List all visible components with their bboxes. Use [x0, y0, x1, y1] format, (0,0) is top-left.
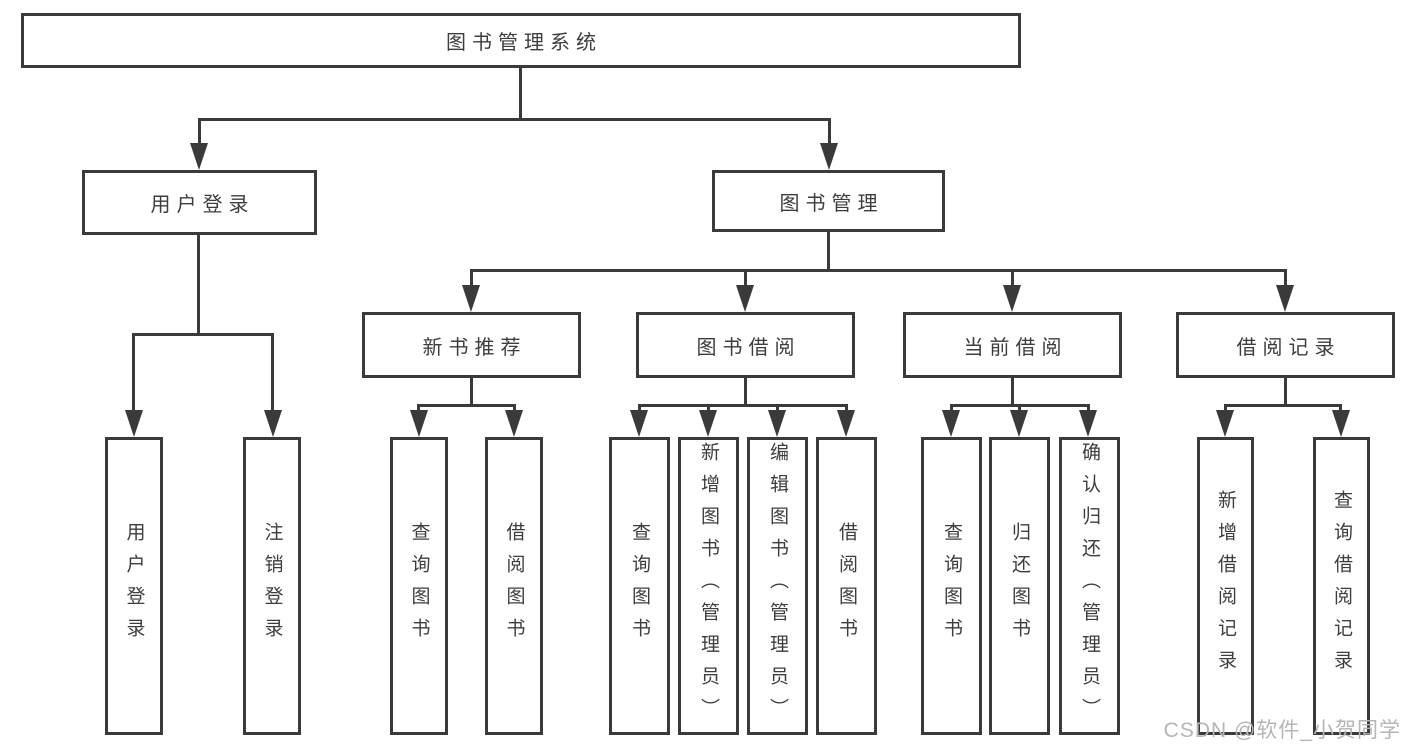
connector-line	[132, 333, 274, 336]
arrow-down-icon	[837, 410, 855, 437]
arrow-down-icon	[410, 410, 428, 437]
connector-line	[638, 404, 641, 414]
arrow-down-icon	[699, 410, 717, 437]
connector-line	[1284, 378, 1287, 406]
leaf-label: 用户登录	[123, 522, 145, 650]
node-user-login: 用户登录	[82, 170, 317, 235]
leaf-label: 新增图书（管理员）	[698, 442, 719, 730]
connector-line	[827, 232, 830, 272]
connector-line	[707, 404, 710, 414]
connector-line	[1339, 404, 1342, 414]
connector-line	[132, 333, 135, 411]
leaf-label: 借阅图书	[836, 522, 857, 650]
connector-line	[776, 404, 779, 414]
connector-line	[198, 118, 201, 145]
connector-line	[470, 378, 473, 406]
leaf-label: 编辑图书（管理员）	[767, 442, 788, 730]
connector-line	[950, 404, 953, 414]
leaf-label: 查询图书	[408, 522, 430, 650]
leaf-recommend-borrow-books: 借阅图书	[485, 437, 543, 735]
arrow-down-icon	[462, 285, 480, 312]
connector-line	[1284, 269, 1287, 287]
connector-line	[744, 378, 747, 406]
leaf-label: 查询图书	[629, 522, 650, 650]
connector-line	[744, 269, 747, 287]
leaf-label: 新增借阅记录	[1215, 490, 1236, 682]
arrow-down-icon	[768, 410, 786, 437]
node-current-borrow: 当前借阅	[903, 312, 1122, 378]
arrow-down-icon	[942, 410, 960, 437]
leaf-borrow-edit-book-admin: 编辑图书（管理员）	[747, 437, 808, 735]
connector-line	[638, 404, 848, 407]
arrow-down-icon	[505, 410, 523, 437]
connector-line	[470, 269, 1287, 272]
arrow-down-icon	[1276, 285, 1294, 312]
leaf-label: 查询借阅记录	[1331, 490, 1352, 682]
node-book-management: 图书管理	[712, 170, 945, 232]
leaf-records-query-record: 查询借阅记录	[1313, 437, 1370, 735]
leaf-current-query-books: 查询图书	[921, 437, 982, 735]
arrow-down-icon	[630, 410, 648, 437]
arrow-down-icon	[1010, 410, 1028, 437]
node-book-borrow: 图书借阅	[636, 312, 855, 378]
connector-line	[1018, 404, 1021, 414]
connector-line	[417, 404, 516, 407]
connector-line	[470, 269, 473, 287]
node-root: 图书管理系统	[21, 13, 1021, 68]
arrow-down-icon	[264, 410, 282, 437]
connector-line	[513, 404, 516, 414]
arrow-down-icon	[125, 410, 143, 437]
connector-line	[1224, 404, 1342, 407]
arrow-down-icon	[190, 143, 208, 170]
arrow-down-icon	[1332, 410, 1350, 437]
connector-line	[1224, 404, 1227, 414]
connector-line	[417, 404, 420, 414]
connector-line	[1011, 269, 1014, 287]
leaf-recommend-query-books: 查询图书	[390, 437, 448, 735]
arrow-down-icon	[736, 285, 754, 312]
leaf-current-confirm-return-admin: 确认归还（管理员）	[1059, 437, 1120, 735]
arrow-down-icon	[1079, 410, 1097, 437]
leaf-borrow-borrow-books: 借阅图书	[816, 437, 877, 735]
leaf-label: 归还图书	[1009, 522, 1030, 650]
connector-line	[828, 118, 831, 145]
leaf-logout: 注销登录	[243, 437, 301, 735]
connector-line	[845, 404, 848, 414]
connector-line	[519, 68, 522, 121]
leaf-borrow-query-books: 查询图书	[609, 437, 670, 735]
leaf-label: 注销登录	[261, 522, 283, 650]
node-new-book-recommend: 新书推荐	[362, 312, 581, 378]
leaf-records-add-record: 新增借阅记录	[1197, 437, 1254, 735]
leaf-label: 借阅图书	[503, 522, 525, 650]
leaf-current-return-books: 归还图书	[989, 437, 1050, 735]
connector-line	[198, 118, 831, 121]
leaf-borrow-add-book-admin: 新增图书（管理员）	[678, 437, 739, 735]
connector-line	[271, 333, 274, 411]
leaf-label: 查询图书	[941, 522, 962, 650]
arrow-down-icon	[1003, 285, 1021, 312]
leaf-user-login: 用户登录	[105, 437, 163, 735]
node-borrow-records: 借阅记录	[1176, 312, 1395, 378]
watermark: CSDN @软件_小贺同学	[1163, 719, 1401, 742]
arrow-down-icon	[1216, 410, 1234, 437]
connector-line	[1011, 378, 1014, 406]
connector-line	[197, 235, 200, 335]
leaf-label: 确认归还（管理员）	[1079, 442, 1100, 730]
arrow-down-icon	[820, 143, 838, 170]
connector-line	[1087, 404, 1090, 414]
